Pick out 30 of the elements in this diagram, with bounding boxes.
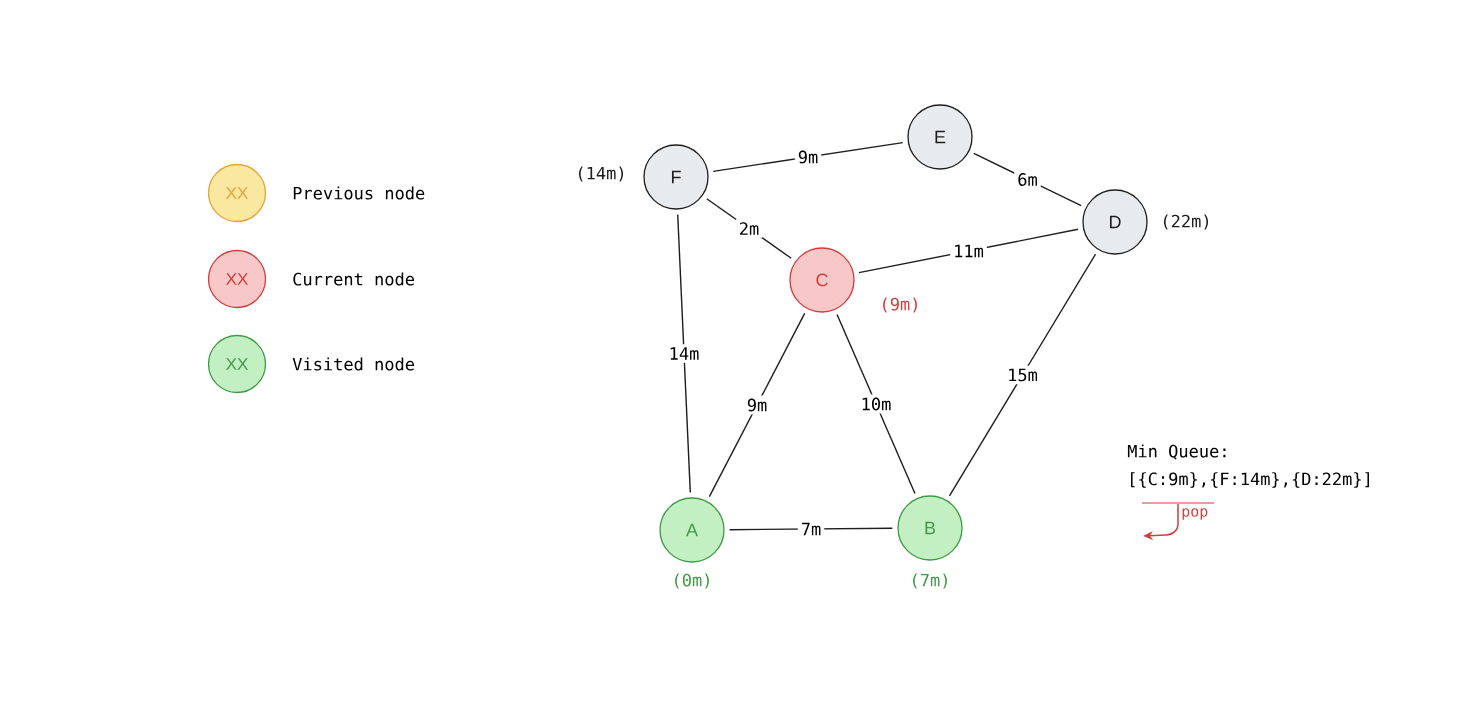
graph-node: D: [1082, 189, 1148, 255]
legend-label: Previous node: [293, 186, 425, 200]
edge-line: [708, 312, 806, 498]
edge-label: 14m: [665, 344, 703, 363]
distance-label: (0m): [675, 573, 709, 589]
graph-node: B: [897, 495, 963, 561]
edge-label: 9m: [794, 147, 822, 167]
distance-label: (14m): [578, 166, 624, 182]
edge-label: 2m: [735, 219, 763, 238]
edge-label: 15m: [1004, 365, 1041, 385]
edge-label: 11m: [950, 241, 987, 261]
edge-line: [677, 213, 691, 494]
queue-title: Min Queue:: [1127, 444, 1226, 460]
edge-line: [948, 253, 1097, 497]
distance-label: (22m): [1163, 214, 1209, 230]
edge-label: 10m: [857, 394, 895, 414]
distance-label: (9m): [883, 297, 917, 313]
graph-node: F: [643, 144, 709, 210]
graph-node: C: [789, 247, 855, 313]
edge-label: 6m: [1014, 170, 1041, 189]
legend-label: Visited node: [292, 357, 414, 371]
legend-label: Current node: [293, 272, 414, 286]
edge-label: 7m: [797, 519, 825, 539]
distance-label: (7m): [913, 573, 947, 589]
pop-label: pop: [1182, 508, 1208, 520]
edge-line: [836, 313, 916, 495]
edge-label: 9m: [743, 395, 771, 415]
queue-contents: [{C:9m},{F:14m},{D:22m}]: [1131, 472, 1369, 488]
graph-node: E: [907, 104, 973, 170]
graph-node: A: [659, 497, 725, 563]
